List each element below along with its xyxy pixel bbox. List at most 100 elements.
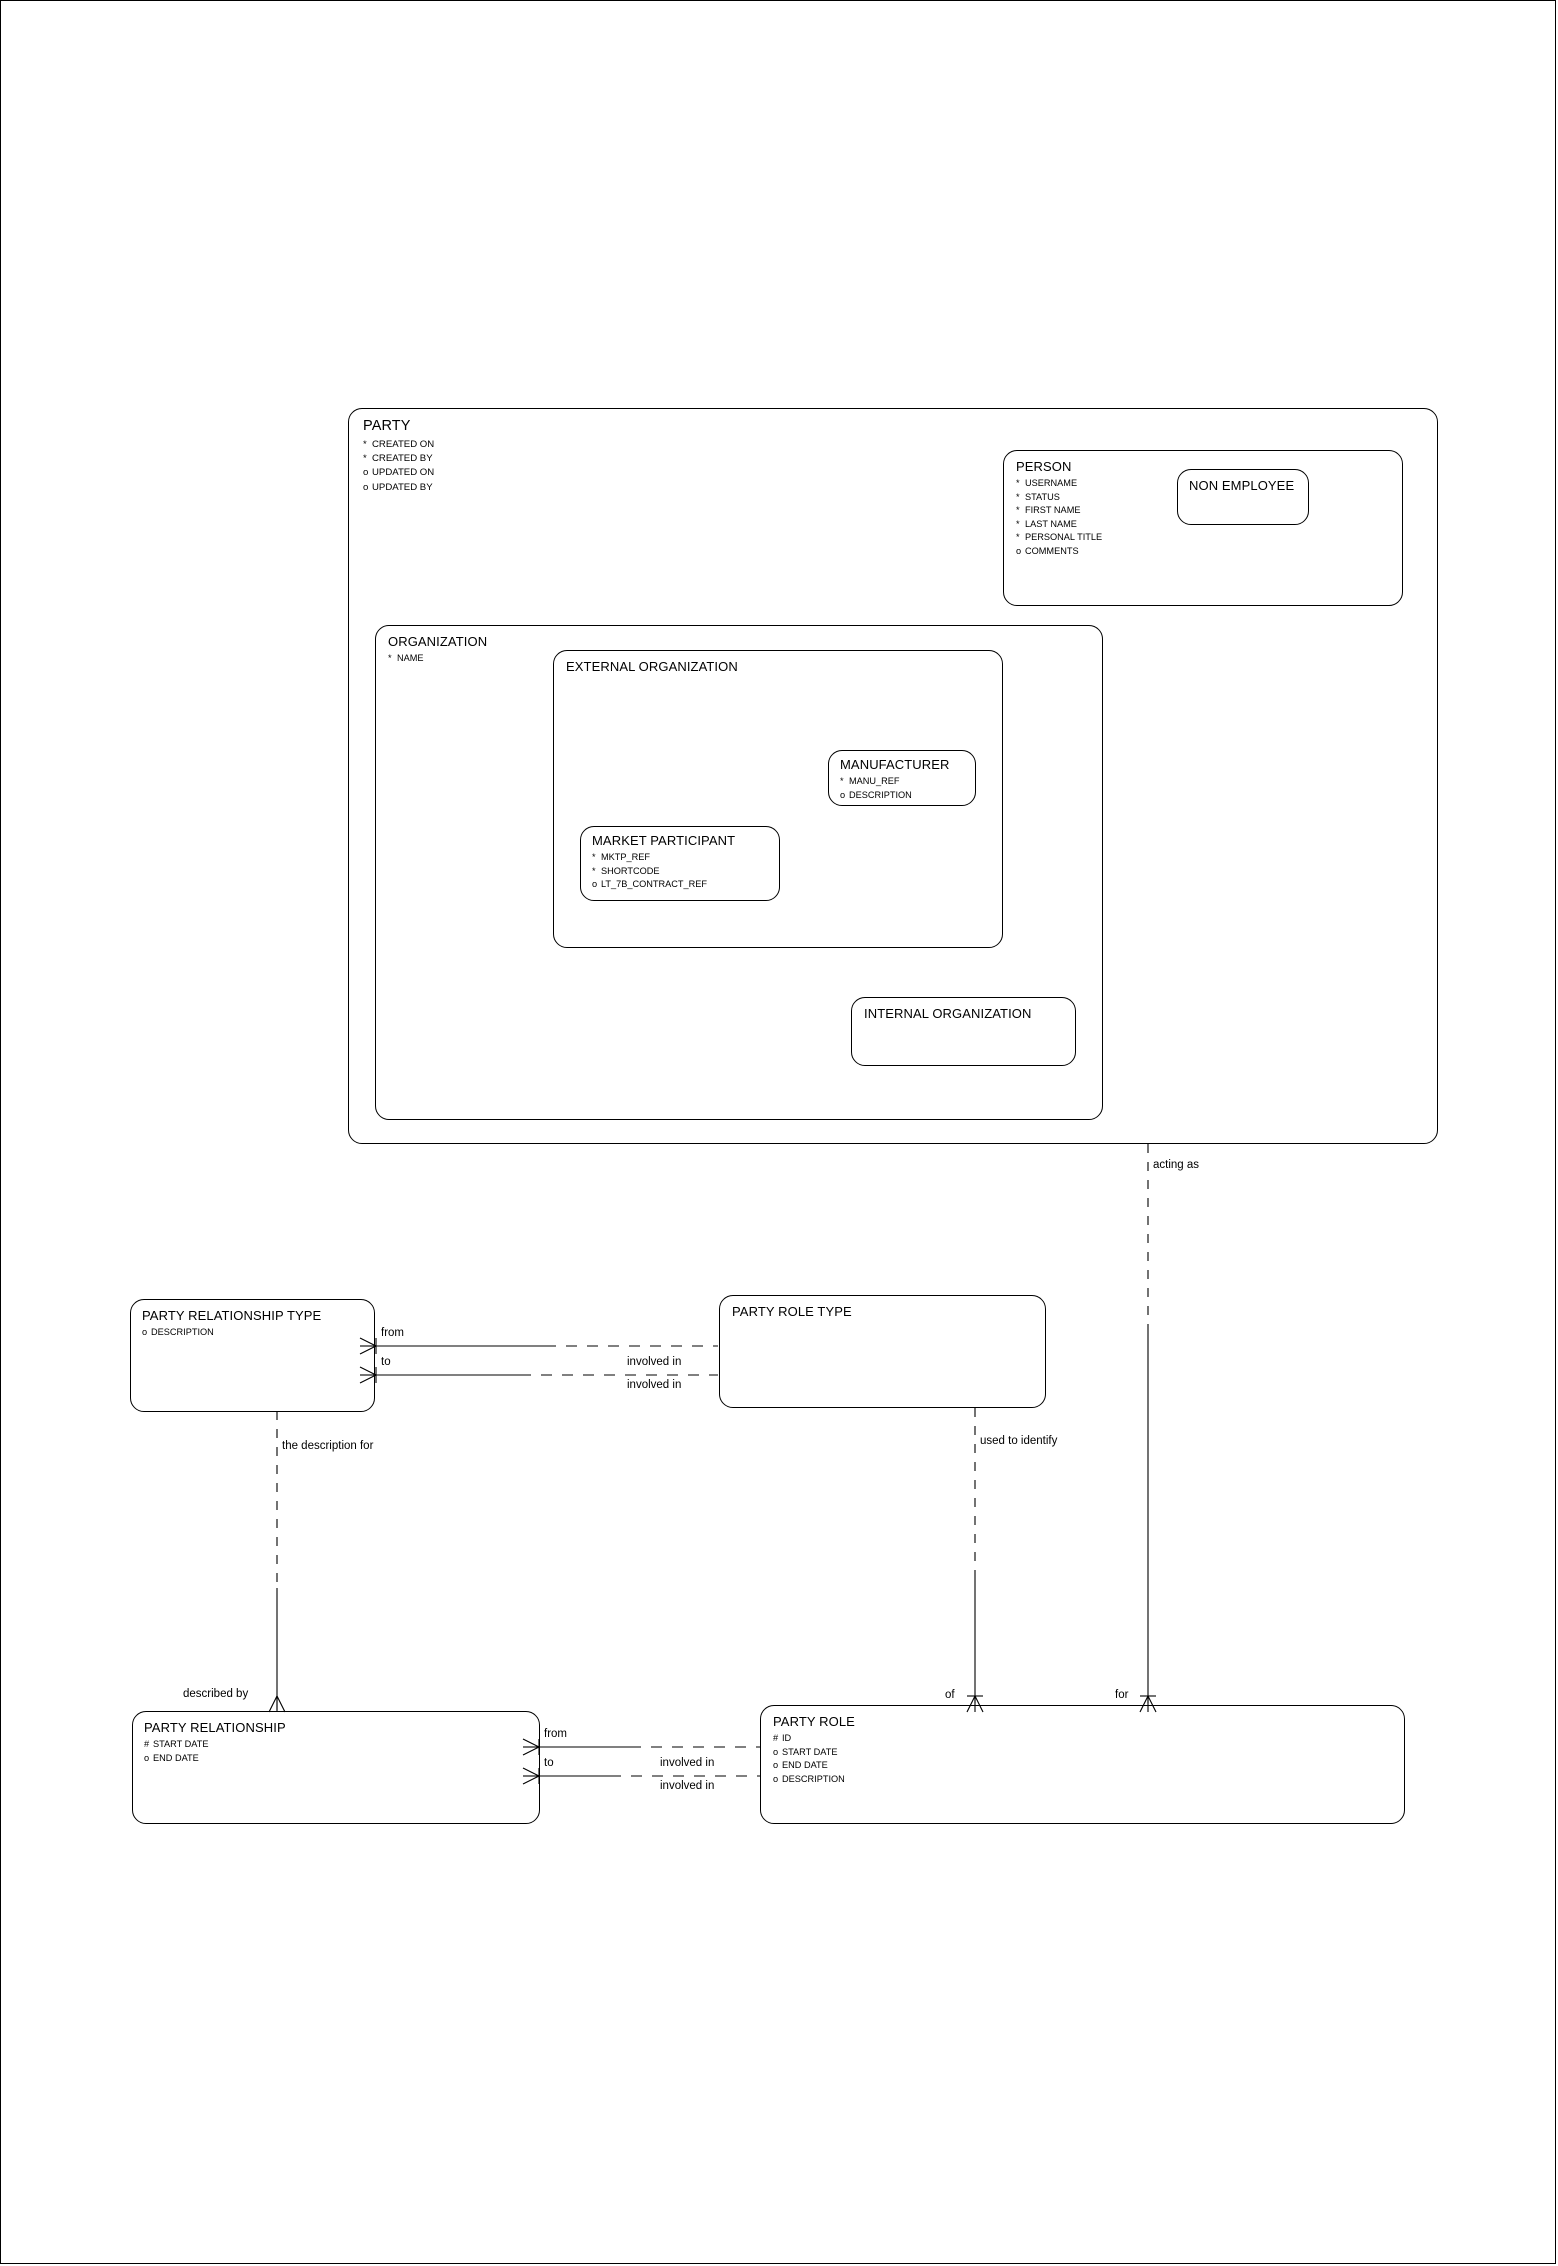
relationship-label-pr-involved-in-1: involved in	[660, 1757, 715, 1769]
attribute-row: * LAST NAME	[1016, 518, 1102, 532]
attribute-label: MANU_REF	[849, 776, 900, 786]
attribute-mark: *	[388, 653, 392, 663]
attribute-label: END DATE	[153, 1752, 199, 1763]
attribute-row: * STATUS	[1016, 491, 1102, 505]
entity-title-party-role: PARTY ROLE	[773, 1714, 855, 1729]
attribute-label: MKTP_REF	[601, 852, 651, 862]
entity-non-employee[interactable]: NON EMPLOYEE	[1177, 469, 1309, 525]
attribute-label: DESCRIPTION	[151, 1327, 214, 1337]
relationship-label-described-by: described by	[183, 1688, 249, 1700]
attribute-mark: #	[773, 1733, 779, 1743]
attribute-label: ID	[782, 1733, 792, 1743]
relationship-label-acting-as: acting as	[1153, 1159, 1200, 1171]
entity-title-person: PERSON	[1016, 459, 1072, 474]
attribute-row: * PERSONAL TITLE	[1016, 531, 1102, 545]
attribute-label: START DATE	[782, 1746, 838, 1757]
relationship-label-for: for	[1115, 1689, 1129, 1701]
relationship-label-of: of	[945, 1689, 955, 1701]
entity-attributes-organization: * NAME	[388, 652, 424, 666]
attribute-label: FIRST NAME	[1025, 505, 1081, 516]
attribute-mark: o	[1016, 546, 1022, 557]
entity-organization[interactable]: ORGANIZATION * NAME	[375, 625, 1103, 1120]
attribute-label: STATUS	[1025, 491, 1060, 502]
relationship-label-pr-to: to	[544, 1757, 554, 1769]
attribute-label: UPDATED ON	[372, 467, 435, 479]
attribute-mark: o	[773, 1760, 779, 1771]
entity-title-organization: ORGANIZATION	[388, 634, 488, 649]
attribute-row: * USERNAME	[1016, 477, 1102, 491]
attribute-label: USERNAME	[1025, 478, 1078, 488]
attribute-mark: *	[1016, 518, 1020, 529]
attribute-label: COMMENTS	[1025, 546, 1079, 557]
entity-party-role-type[interactable]: PARTY ROLE TYPE	[719, 1295, 1046, 1408]
attribute-mark: *	[1016, 532, 1020, 543]
attribute-label: LT_7B_CONTRACT_REF	[601, 879, 708, 890]
attribute-mark: o	[592, 879, 598, 890]
relationship-label-pr-involved-in-2: involved in	[660, 1780, 715, 1792]
attribute-label: ...	[601, 892, 609, 903]
attribute-mark: o	[144, 1752, 150, 1763]
attribute-mark: o	[773, 1746, 779, 1757]
attribute-row: #ID	[773, 1732, 845, 1746]
attribute-row: *MKTP_REF	[592, 851, 707, 865]
crowfoot-described-by-a	[268, 1695, 278, 1713]
attribute-row: *CREATED ON	[363, 438, 434, 452]
attribute-label: START DATE	[153, 1739, 209, 1749]
attribute-row: *FIRST NAME	[1016, 504, 1102, 518]
attribute-row: *MANU_REF	[840, 775, 912, 789]
attribute-label: LAST NAME	[1025, 518, 1077, 529]
attribute-mark: *	[1016, 478, 1020, 488]
entity-title-party: PARTY	[363, 418, 411, 434]
attribute-mark: *	[363, 439, 367, 450]
relationship-label-pr-from: from	[544, 1728, 567, 1740]
relationship-label-used-to-identify: used to identify	[980, 1435, 1058, 1447]
attribute-mark: o	[363, 481, 369, 493]
entity-person[interactable]: PERSON *USERNAME *STATUS *FIRST NAME *LA…	[1003, 450, 1403, 606]
entity-internal-organization[interactable]: INTERNAL ORGANIZATION	[851, 997, 1076, 1066]
attribute-label: UPDATED BY	[372, 481, 433, 493]
attribute-label: NAME	[397, 653, 424, 663]
relationship-label-prt-to: to	[381, 1356, 391, 1368]
attribute-row: *SHORTCODE	[592, 865, 707, 879]
attribute-row: *CREATED BY	[363, 452, 434, 466]
attribute-mark: o	[363, 467, 369, 479]
attribute-row: * NAME	[388, 652, 424, 666]
entity-external-organization[interactable]: EXTERNAL ORGANIZATION	[553, 650, 1003, 948]
attribute-label: PERSONAL TITLE	[1025, 532, 1103, 543]
entity-title-manufacturer: MANUFACTURER	[840, 757, 950, 772]
relationship-label-prt-involved-in-2: involved in	[627, 1379, 682, 1391]
entity-market-participant[interactable]: MARKET PARTICIPANT *MKTP_REF *SHORTCODE …	[580, 826, 780, 903]
attribute-label: DESCRIPTION	[849, 789, 912, 800]
attribute-label: END DATE	[782, 1760, 828, 1771]
entity-title-internal-organization: INTERNAL ORGANIZATION	[864, 1006, 1032, 1021]
attribute-row: #START DATE	[144, 1738, 208, 1752]
attribute-mark: o	[840, 789, 846, 800]
entity-title-party-relationship: PARTY RELATIONSHIP	[144, 1720, 286, 1735]
relationship-label-the-description-for: the description for	[282, 1440, 374, 1452]
attribute-mark: *	[1016, 491, 1020, 502]
attribute-mark: o	[773, 1773, 779, 1784]
relationship-label-prt-involved-in-1: involved in	[627, 1356, 682, 1368]
attribute-label: SHORTCODE	[601, 865, 660, 876]
entity-title-non-employee: NON EMPLOYEE	[1189, 478, 1295, 493]
entity-title-market-participant: MARKET PARTICIPANT	[592, 833, 736, 848]
attribute-row: ...	[592, 892, 707, 906]
entity-title-party-role-type: PARTY ROLE TYPE	[732, 1304, 852, 1319]
